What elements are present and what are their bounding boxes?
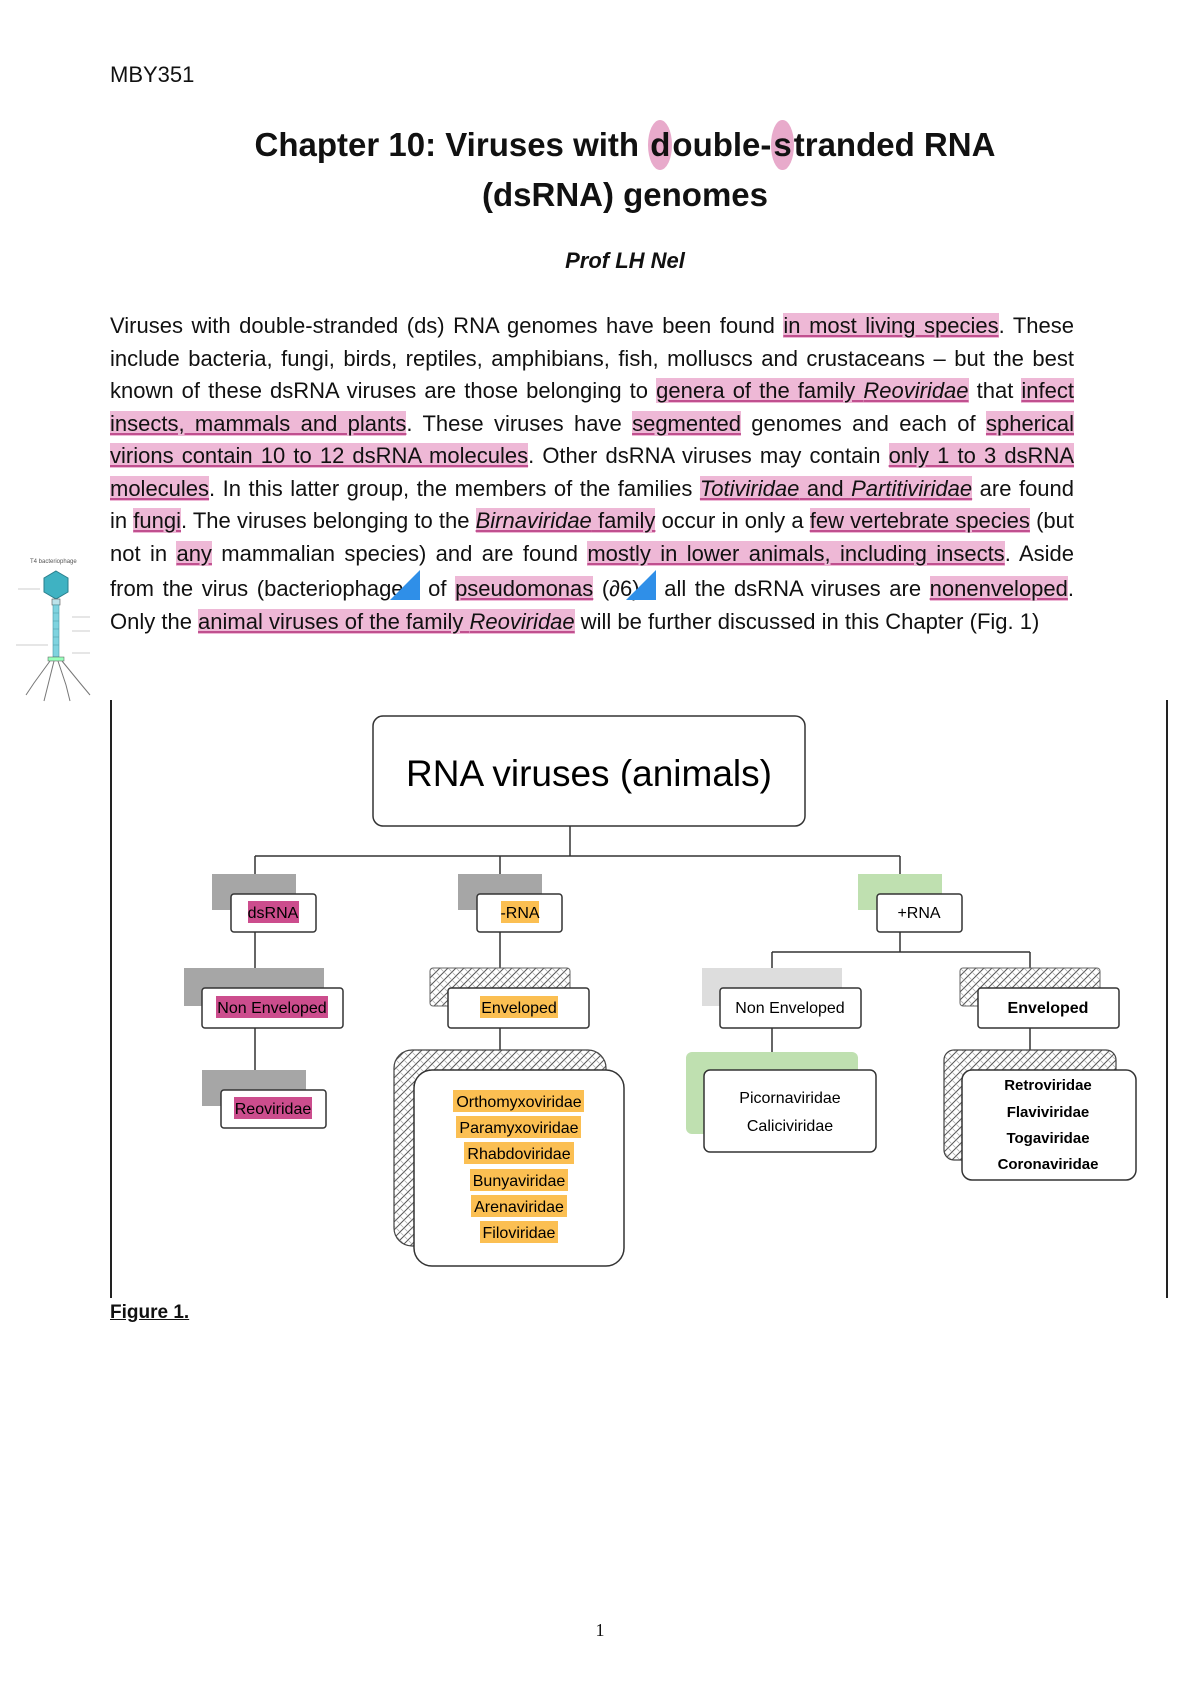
text-run: . These include bacteria, fungi, birds, … [110,313,1074,403]
page-number: 1 [595,1620,605,1640]
author: Prof LH Nel [565,248,685,273]
highlight: Totiviridae [699,475,800,501]
bacteriophage-illustration: T4 bacteriophage [16,559,91,702]
title-mid: ouble- [672,126,772,163]
pos-nonenv-node [719,987,862,1029]
highlight: Birnaviridae [475,508,592,533]
pos-env-label: Enveloped [1008,1000,1089,1017]
highlight: Reoviridae [469,608,575,634]
text-run: (but not in [110,508,1074,566]
text-run: occur in only a [655,508,810,533]
highlight: any [176,540,212,566]
neg-family-item: Orthomyxoviridae [456,1094,581,1111]
text-run: . Other dsRNA viruses may contain [528,443,889,468]
neg-family-highlight [470,1169,568,1191]
pos-env-family-item: Flaviviridae [1007,1104,1090,1121]
neg-label-highlight [501,901,539,923]
neg-family-highlight [456,1116,581,1138]
highlight: few vertebrate species [809,508,1030,533]
highlight: in most living species [783,313,999,338]
highlight: pseudomonas [455,576,594,601]
highlight: animal viruses of the family [198,608,470,634]
text-run: . Only the [110,576,1075,634]
pos-nonenv-label: Non Enveloped [735,1000,844,1017]
pos-nonenv-family-item: Picornaviridae [739,1090,840,1107]
text-run: will be further discussed in this Chapte… [574,608,1040,634]
neg-family-item: Bunyaviridae [473,1173,566,1190]
phage-label: T4 bacteriophage [30,559,77,565]
neg-env-label: Enveloped [481,1000,557,1017]
highlight: family [591,508,656,533]
pos-nonenv-family-node [703,1069,877,1153]
text-run: all the dsRNA viruses are [655,576,930,601]
ds-family-highlight [234,1097,312,1119]
pos-node [876,893,963,933]
highlight: Partitiviridae [851,475,973,501]
figure-caption: Figure 1. [110,1302,190,1323]
text-run: mammalian species) and are found [211,540,588,566]
root-label: RNA viruses (animals) [406,753,772,794]
ds-env-highlight [216,996,328,1018]
text-run: . These viruses have [406,410,633,436]
connectors [254,826,1031,1090]
text-run: are found in [110,475,1075,534]
pos-env-family-item: Retroviridae [1004,1077,1092,1094]
neg-family-item: Arenaviridae [474,1199,564,1216]
pos-env-family-item: Togaviridae [1006,1130,1089,1147]
text-run: Viruses with double-stranded (ds) RNA ge… [110,313,784,338]
text-run: that [968,378,1022,403]
neg-family-list: Orthomyxoviridae Paramyxoviridae Rhabdov… [453,1090,584,1243]
neg-family-item: Paramyxoviridae [459,1120,578,1137]
comment-flag-icon[interactable] [625,570,656,600]
highlight: nonenveloped [929,576,1068,601]
highlight: Reoviridae [863,378,969,403]
chapter-title: Chapter 10: Viruses with double-stranded… [110,120,1140,220]
highlight: genera of the family [656,378,864,403]
neg-env-highlight [480,996,558,1018]
pos-env-family-node [961,1069,1137,1181]
neg-family-highlight [453,1090,584,1112]
title-mark-d: d [648,120,673,170]
highlight: mostly in lower animals, including insec… [587,540,1005,566]
text-run: of [419,576,456,601]
pos-nonenv-family-item: Caliciviridae [747,1118,833,1135]
ds-env-label: Non Enveloped [217,1000,326,1017]
text-run: . Aside from the virus (bacteriophage [110,540,1074,602]
pos-env-family-item: Coronaviridae [998,1156,1099,1173]
phage-baseplate-icon [47,656,65,662]
neg-family-highlight [480,1221,558,1243]
comment-flag-icon[interactable] [389,570,420,600]
title-pre: Chapter 10: Viruses with [254,126,649,163]
highlight: fungi [133,508,181,533]
ds-label-highlight [248,901,299,923]
frame-left-border [110,700,112,1298]
neg-label: -RNA [500,905,539,922]
frame-right-border [1166,700,1168,1298]
intro-paragraph: Viruses with double-stranded (ds) RNA ge… [110,310,1075,638]
title-post: tranded RNA [793,126,996,163]
neg-family-item: Filoviridae [483,1225,556,1242]
root-node [372,715,806,827]
text-run: genomes and each of [740,410,986,436]
highlight: and [799,475,852,501]
neg-family-item: Rhabdoviridae [467,1146,570,1163]
pos-env-node [977,987,1120,1029]
figure-frame [110,700,1168,1298]
ds-label: dsRNA [248,905,299,922]
pos-label: +RNA [897,905,940,922]
highlight: segmented [632,410,741,436]
text-run: . The viruses belonging to the [181,508,476,533]
course-code: MBY351 [110,62,195,87]
ds-family-label: Reoviridae [235,1101,312,1118]
neg-family-highlight [464,1142,574,1164]
title-line2: (dsRNA) genomes [481,176,769,213]
title-mark-s: s [771,120,794,170]
text-run: . In this latter group, the members of t… [209,475,700,501]
neg-family-highlight [471,1195,567,1217]
